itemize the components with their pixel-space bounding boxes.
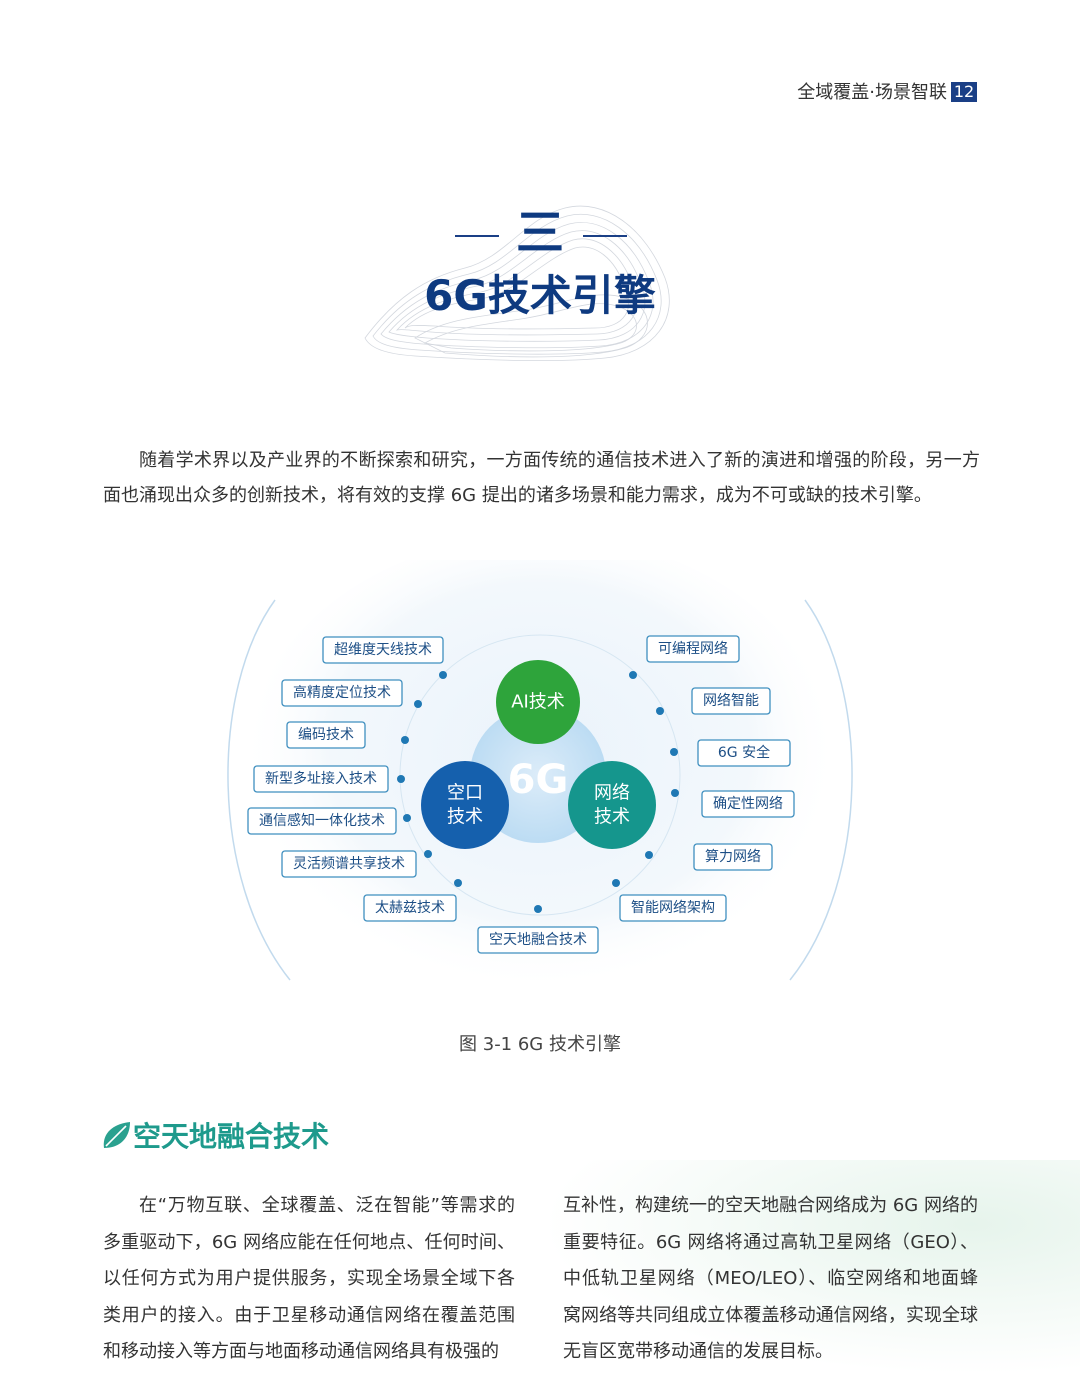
connector-dot	[670, 748, 678, 756]
connector-dot	[424, 850, 432, 858]
connector-dot	[645, 851, 653, 859]
left-item-3-label: 新型多址接入技术	[265, 770, 377, 787]
center-6g-label: 6G	[508, 757, 569, 803]
left-item-6-box	[363, 894, 457, 922]
right-item-4-box	[693, 843, 773, 871]
bottom-item-box	[477, 926, 599, 954]
section-numeral: 三	[515, 205, 564, 261]
left-item-4-box	[247, 807, 397, 835]
left-item-5-box	[281, 850, 417, 878]
right-item-0-label: 可编程网络	[658, 641, 728, 657]
connector-dot	[414, 700, 422, 708]
connector-dot	[534, 905, 542, 913]
section-title: 6G技术引擎	[424, 271, 656, 320]
core-node-0	[496, 660, 580, 744]
left-item-2-label: 编码技术	[298, 727, 354, 743]
connector-dot	[401, 736, 409, 744]
left-item-2-box	[286, 721, 366, 749]
background-wash	[540, 1160, 1080, 1375]
left-item-3-box	[253, 765, 389, 793]
intro-paragraph: 随着学术界以及产业界的不断探索和研究，一方面传统的通信技术进入了新的演进和增强的…	[103, 450, 980, 506]
core-node-0-label: AI技术	[511, 692, 565, 713]
left-item-1-label: 高精度定位技术	[293, 684, 391, 701]
left-item-0-label: 超维度天线技术	[334, 642, 432, 658]
connector-dot	[612, 879, 620, 887]
body-left-column: 在“万物互联、全球覆盖、泛在智能”等需求的多重驱动下，6G 网络应能在任何地点、…	[103, 1195, 515, 1362]
left-item-6-label: 太赫兹技术	[375, 900, 445, 916]
connector-dot	[671, 789, 679, 797]
core-node-1	[421, 761, 509, 849]
right-item-2-box	[697, 739, 791, 767]
connector-dot	[454, 879, 462, 887]
left-item-4-label: 通信感知一体化技术	[259, 812, 385, 829]
right-item-3-label: 确定性网络	[713, 796, 783, 812]
heading-rule-right	[583, 235, 627, 237]
core-node-2	[568, 761, 656, 849]
right-item-5-label: 智能网络架构	[631, 900, 715, 916]
right-item-0-box	[646, 635, 740, 663]
subsection-title: 空天地融合技术	[133, 1120, 330, 1153]
connector-dot	[403, 814, 411, 822]
right-item-3-box	[701, 790, 795, 818]
right-item-1-box	[691, 687, 771, 715]
figure-caption: 图 3-1 6G 技术引擎	[459, 1034, 621, 1055]
right-item-1-label: 网络智能	[703, 693, 759, 709]
right-item-5-box	[619, 894, 727, 922]
heading-rule-left	[455, 235, 499, 237]
left-item-1-box	[281, 679, 403, 707]
core-node-2-label: 技术	[594, 807, 630, 828]
decorative-swirl	[364, 205, 670, 362]
page-number: 12	[951, 82, 977, 102]
connector-dot	[656, 707, 664, 715]
right-item-2-label: 6G 安全	[718, 744, 770, 761]
core-node-1-label: 空口	[447, 783, 483, 804]
running-title: 全域覆盖·场景智联	[797, 82, 947, 103]
connector-dot	[397, 775, 405, 783]
tech-engine-diagram: 超维度天线技术高精度定位技术编码技术新型多址接入技术通信感知一体化技术灵活频谱共…	[227, 560, 853, 1015]
left-item-5-label: 灵活频谱共享技术	[293, 855, 405, 872]
leaf-icon	[103, 1122, 130, 1148]
body-right-column: 互补性，构建统一的空天地融合网络成为 6G 网络的重要特征。6G 网络将通过高轨…	[563, 1195, 978, 1362]
left-item-0-box	[322, 636, 444, 664]
core-node-2-label: 网络	[594, 783, 630, 804]
connector-dot	[439, 671, 447, 679]
connector-dot	[629, 671, 637, 679]
right-item-4-label: 算力网络	[705, 849, 761, 865]
bottom-item-label: 空天地融合技术	[489, 932, 587, 948]
core-node-1-label: 技术	[447, 807, 483, 828]
